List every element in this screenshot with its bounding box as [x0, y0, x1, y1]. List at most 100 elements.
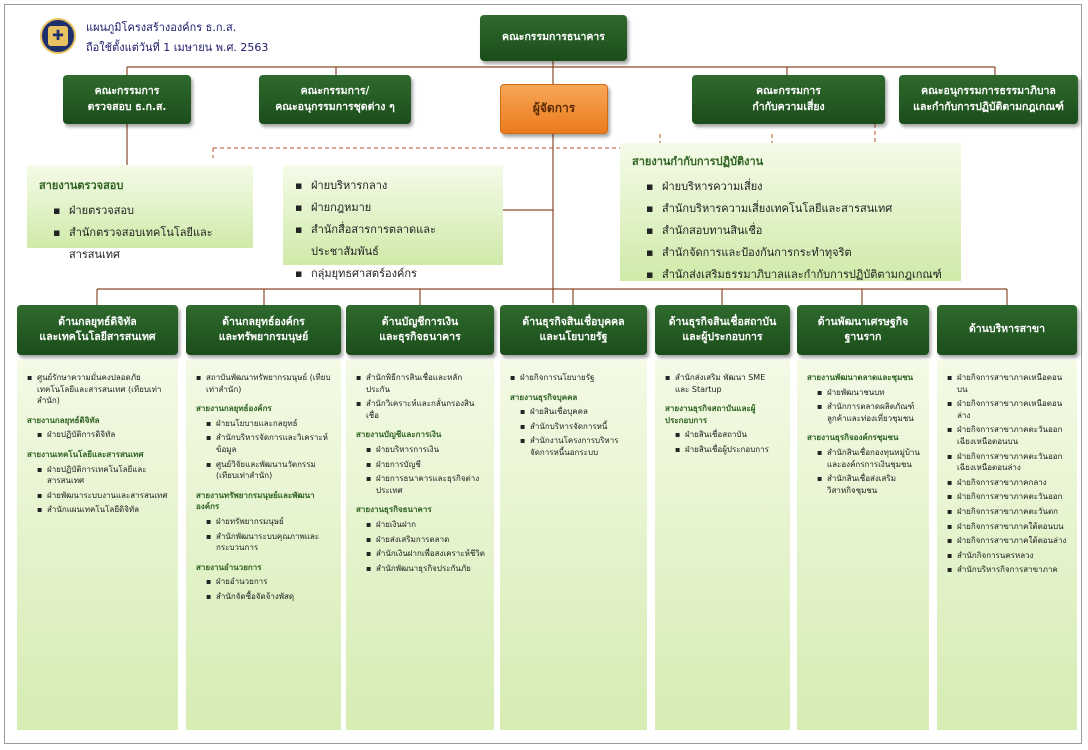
column-item: ฝ่ายบริหารการเงิน: [366, 444, 486, 456]
column-header-line: ฐานราก: [844, 331, 882, 343]
risk-committee-line1: คณะกรรมการ: [756, 85, 821, 98]
column-body-institutional-credit: สำนักส่งเสริม พัฒนา SME และ Startup สายง…: [655, 360, 790, 730]
column-item: ฝ่ายนโยบายและกลยุทธ์: [206, 418, 333, 430]
column-body-digital: ศูนย์รักษาความมั่นคงปลอดภัยเทคโนโลยีและส…: [17, 360, 178, 730]
column-item: สำนักการตลาดผลิตภัณฑ์ลูกค้าและท่องเที่ยว…: [817, 401, 921, 424]
column-header-grassroots: ด้านพัฒนาเศรษฐกิจ ฐานราก: [797, 305, 929, 355]
manager-label: ผู้จัดการ: [532, 101, 576, 116]
column-item: สำนักบริหารจัดการและวิเคราะห์ข้อมูล: [206, 432, 333, 455]
compliance-panel-item: สำนักส่งเสริมธรรมาภิบาลและกำกับการปฏิบัต…: [646, 264, 949, 286]
sub-committees-box: คณะกรรมการ/ คณะอนุกรรมการชุดต่าง ๆ: [259, 75, 411, 124]
column-section-title: สายงานพัฒนาตลาดและชุมชน: [807, 373, 914, 382]
audit-panel-item: สำนักตรวจสอบเทคโนโลยีและสารสนเทศ: [53, 222, 241, 266]
column-item: ฝ่ายปฏิบัติการเทคโนโลยีและสารสนเทศ: [37, 464, 170, 487]
compliance-panel: สายงานกำกับการปฏิบัติงาน ฝ่ายบริหารความเ…: [620, 143, 961, 286]
column-header-strategy: ด้านกลยุทธ์องค์กร และทรัพยากรมนุษย์: [186, 305, 341, 355]
column-header-line: และธุรกิจธนาคาร: [379, 331, 461, 343]
column-item: ฝ่ายกิจการสาขาภาคเหนือตอนบน: [947, 372, 1069, 395]
column-header-line: และทรัพยากรมนุษย์: [218, 331, 309, 343]
column-header-personal-credit: ด้านธุรกิจสินเชื่อบุคคล และนโยบายรัฐ: [500, 305, 647, 355]
column-section-title: สายงานอำนวยการ: [196, 562, 262, 572]
column-item: ฝ่ายกิจการสาขาภาคตะวันออกเฉียงเหนือตอนบน: [947, 424, 1069, 447]
compliance-panel-item: สำนักบริหารความเสี่ยงเทคโนโลยีและสารสนเท…: [646, 198, 949, 220]
column-item: สำนักงานโครงการบริหารจัดการหนี้นอกระบบ: [520, 435, 639, 458]
column-header-line: ด้านบริหารสาขา: [968, 323, 1046, 336]
column-section-title: สายงานกลยุทธ์ดิจิทัล: [27, 415, 100, 425]
column-header-finance: ด้านบัญชีการเงิน และธุรกิจธนาคาร: [346, 305, 494, 355]
manager-box: ผู้จัดการ: [500, 84, 608, 134]
column-item: ฝ่ายกิจการสาขาภาคใต้ตอนล่าง: [947, 535, 1069, 547]
audit-committee-line2: ตรวจสอบ ธ.ก.ส.: [87, 100, 167, 113]
column-item: สำนักพัฒนาระบบคุณภาพและกระบวนการ: [206, 531, 333, 554]
header-title: แผนภูมิโครงสร้างองค์กร ธ.ก.ส.: [86, 21, 237, 34]
risk-committee-box: คณะกรรมการ กำกับความเสี่ยง: [692, 75, 885, 124]
column-item: ฝ่ายพัฒนาระบบงานและสารสนเทศ: [37, 490, 170, 502]
audit-panel-title: สายงานตรวจสอบ: [39, 179, 124, 192]
column-section-title: สายงานบัญชีและการเงิน: [356, 430, 442, 440]
column-header-branch: ด้านบริหารสาขา: [937, 305, 1077, 355]
column-item: ฝ่ายกิจการสาขาภาคกลาง: [947, 477, 1069, 489]
chart-frame: [4, 4, 1082, 744]
column-header-line: และนโยบายรัฐ: [539, 331, 608, 343]
central-panel-item: กลุ่มยุทธศาสตร์องค์กร: [295, 263, 491, 285]
column-body-personal-credit: ฝ่ายกิจการนโยบายรัฐ สายงานธุรกิจบุคคล ฝ่…: [500, 360, 647, 730]
column-item: ฝ่ายพัฒนาชนบท: [817, 387, 921, 399]
sub-committees-line2: คณะอนุกรรมการชุดต่าง ๆ: [275, 100, 395, 113]
governance-committee-box: คณะอนุกรรมการธรรมาภิบาล และกำกับการปฏิบั…: [899, 75, 1078, 124]
column-item: สำนักแผนเทคโนโลยีดิจิทัล: [37, 504, 170, 516]
column-header-institutional-credit: ด้านธุรกิจสินเชื่อสถาบัน และผู้ประกอบการ: [655, 305, 790, 355]
column-item: ฝ่ายกิจการนโยบายรัฐ: [510, 372, 639, 384]
column-section-title: สายงานเทคโนโลยีและสารสนเทศ: [27, 449, 144, 459]
column-section-title: สายงานทรัพยากรมนุษย์และพัฒนาองค์กร: [196, 490, 315, 512]
column-item: ศูนย์วิจัยและพัฒนานวัตกรรม (เทียบเท่าสำน…: [206, 459, 333, 482]
compliance-panel-item: สำนักสอบทานสินเชื่อ: [646, 220, 949, 242]
column-item: สำนักบริหารจัดการหนี้: [520, 421, 639, 433]
column-section-title: สายงานธุรกิจธนาคาร: [356, 505, 432, 515]
column-header-line: ด้านบัญชีการเงิน: [381, 315, 459, 328]
column-item: ฝ่ายกิจการสาขาภาคตะวันออก: [947, 491, 1069, 503]
compliance-panel-item: ฝ่ายบริหารความเสี่ยง: [646, 176, 949, 198]
column-body-grassroots: สายงานพัฒนาตลาดและชุมชน ฝ่ายพัฒนาชนบท สำ…: [797, 360, 929, 730]
column-item: ฝ่ายกิจการสาขาภาคตะวันตก: [947, 506, 1069, 518]
risk-committee-line2: กำกับความเสี่ยง: [752, 100, 825, 113]
column-section-title: สายงานกลยุทธ์องค์กร: [196, 404, 272, 414]
column-section-title: สายงานธุรกิจบุคคล: [510, 392, 578, 402]
column-body-strategy: สถาบันพัฒนาทรัพยากรมนุษย์ (เทียบเท่าสำนั…: [186, 360, 341, 730]
column-item: ฝ่ายการบัญชี: [366, 459, 486, 471]
column-item: สำนักเงินฝากเพื่อสงเคราะห์ชีวิต: [366, 548, 486, 560]
sub-committees-line1: คณะกรรมการ/: [300, 85, 370, 98]
column-header-line: ด้านกลยุทธ์ดิจิทัล: [58, 315, 137, 328]
column-header-line: และเทคโนโลยีสารสนเทศ: [39, 331, 156, 343]
audit-panel-item: ฝ่ายตรวจสอบ: [53, 200, 241, 222]
column-item: สำนักพัฒนาธุรกิจประกันภัย: [366, 563, 486, 575]
column-item: สำนักส่งเสริม พัฒนา SME และ Startup: [665, 372, 782, 395]
column-body-branch: ฝ่ายกิจการสาขาภาคเหนือตอนบน ฝ่ายกิจการสา…: [937, 360, 1077, 730]
column-item: ศูนย์รักษาความมั่นคงปลอดภัยเทคโนโลยีและส…: [27, 372, 170, 407]
central-panel: ฝ่ายบริหารกลาง ฝ่ายกฎหมาย สำนักสื่อสารกา…: [283, 165, 503, 285]
column-section-title: สายงานธุรกิจสถาบันและผู้ประกอบการ: [665, 404, 756, 425]
board-box: คณะกรรมการธนาคาร: [480, 15, 627, 61]
column-item: สำนักกิจการนครหลวง: [947, 550, 1069, 562]
column-header-line: และผู้ประกอบการ: [682, 331, 763, 343]
column-item: ฝ่ายสินเชื่อผู้ประกอบการ: [675, 444, 782, 456]
column-item: ฝ่ายสินเชื่อสถาบัน: [675, 429, 782, 441]
governance-committee-line2: และกำกับการปฏิบัติตามกฎเกณฑ์: [913, 100, 1064, 113]
column-item: ฝ่ายกิจการสาขาภาคใต้ตอนบน: [947, 521, 1069, 533]
audit-committee-box: คณะกรรมการ ตรวจสอบ ธ.ก.ส.: [63, 75, 191, 124]
column-item: ฝ่ายส่งเสริมการตลาด: [366, 534, 486, 546]
column-item: สำนักวิเคราะห์และกลั่นกรองสินเชื่อ: [356, 398, 486, 421]
column-item: ฝ่ายปฏิบัติการดิจิทัล: [37, 429, 170, 441]
column-item: ฝ่ายทรัพยากรมนุษย์: [206, 516, 333, 528]
board-label: คณะกรรมการธนาคาร: [502, 31, 605, 44]
column-header-line: ด้านพัฒนาเศรษฐกิจ: [817, 315, 909, 328]
audit-committee-line1: คณะกรรมการ: [94, 85, 160, 98]
governance-committee-line1: คณะอนุกรรมการธรรมาภิบาล: [921, 85, 1056, 98]
baac-logo-icon: ✚: [40, 18, 76, 54]
column-item: ฝ่ายสินเชื่อบุคคล: [520, 406, 639, 418]
central-panel-item: ฝ่ายบริหารกลาง: [295, 175, 491, 197]
column-item: ฝ่ายกิจการสาขาภาคเหนือตอนล่าง: [947, 398, 1069, 421]
column-item: สถาบันพัฒนาทรัพยากรมนุษย์ (เทียบเท่าสำนั…: [196, 372, 333, 395]
column-item: สำนักสินเชื่อกองทุนหมู่บ้านและองค์กรการเ…: [817, 447, 921, 470]
audit-panel: สายงานตรวจสอบ ฝ่ายตรวจสอบ สำนักตรวจสอบเท…: [27, 165, 253, 261]
